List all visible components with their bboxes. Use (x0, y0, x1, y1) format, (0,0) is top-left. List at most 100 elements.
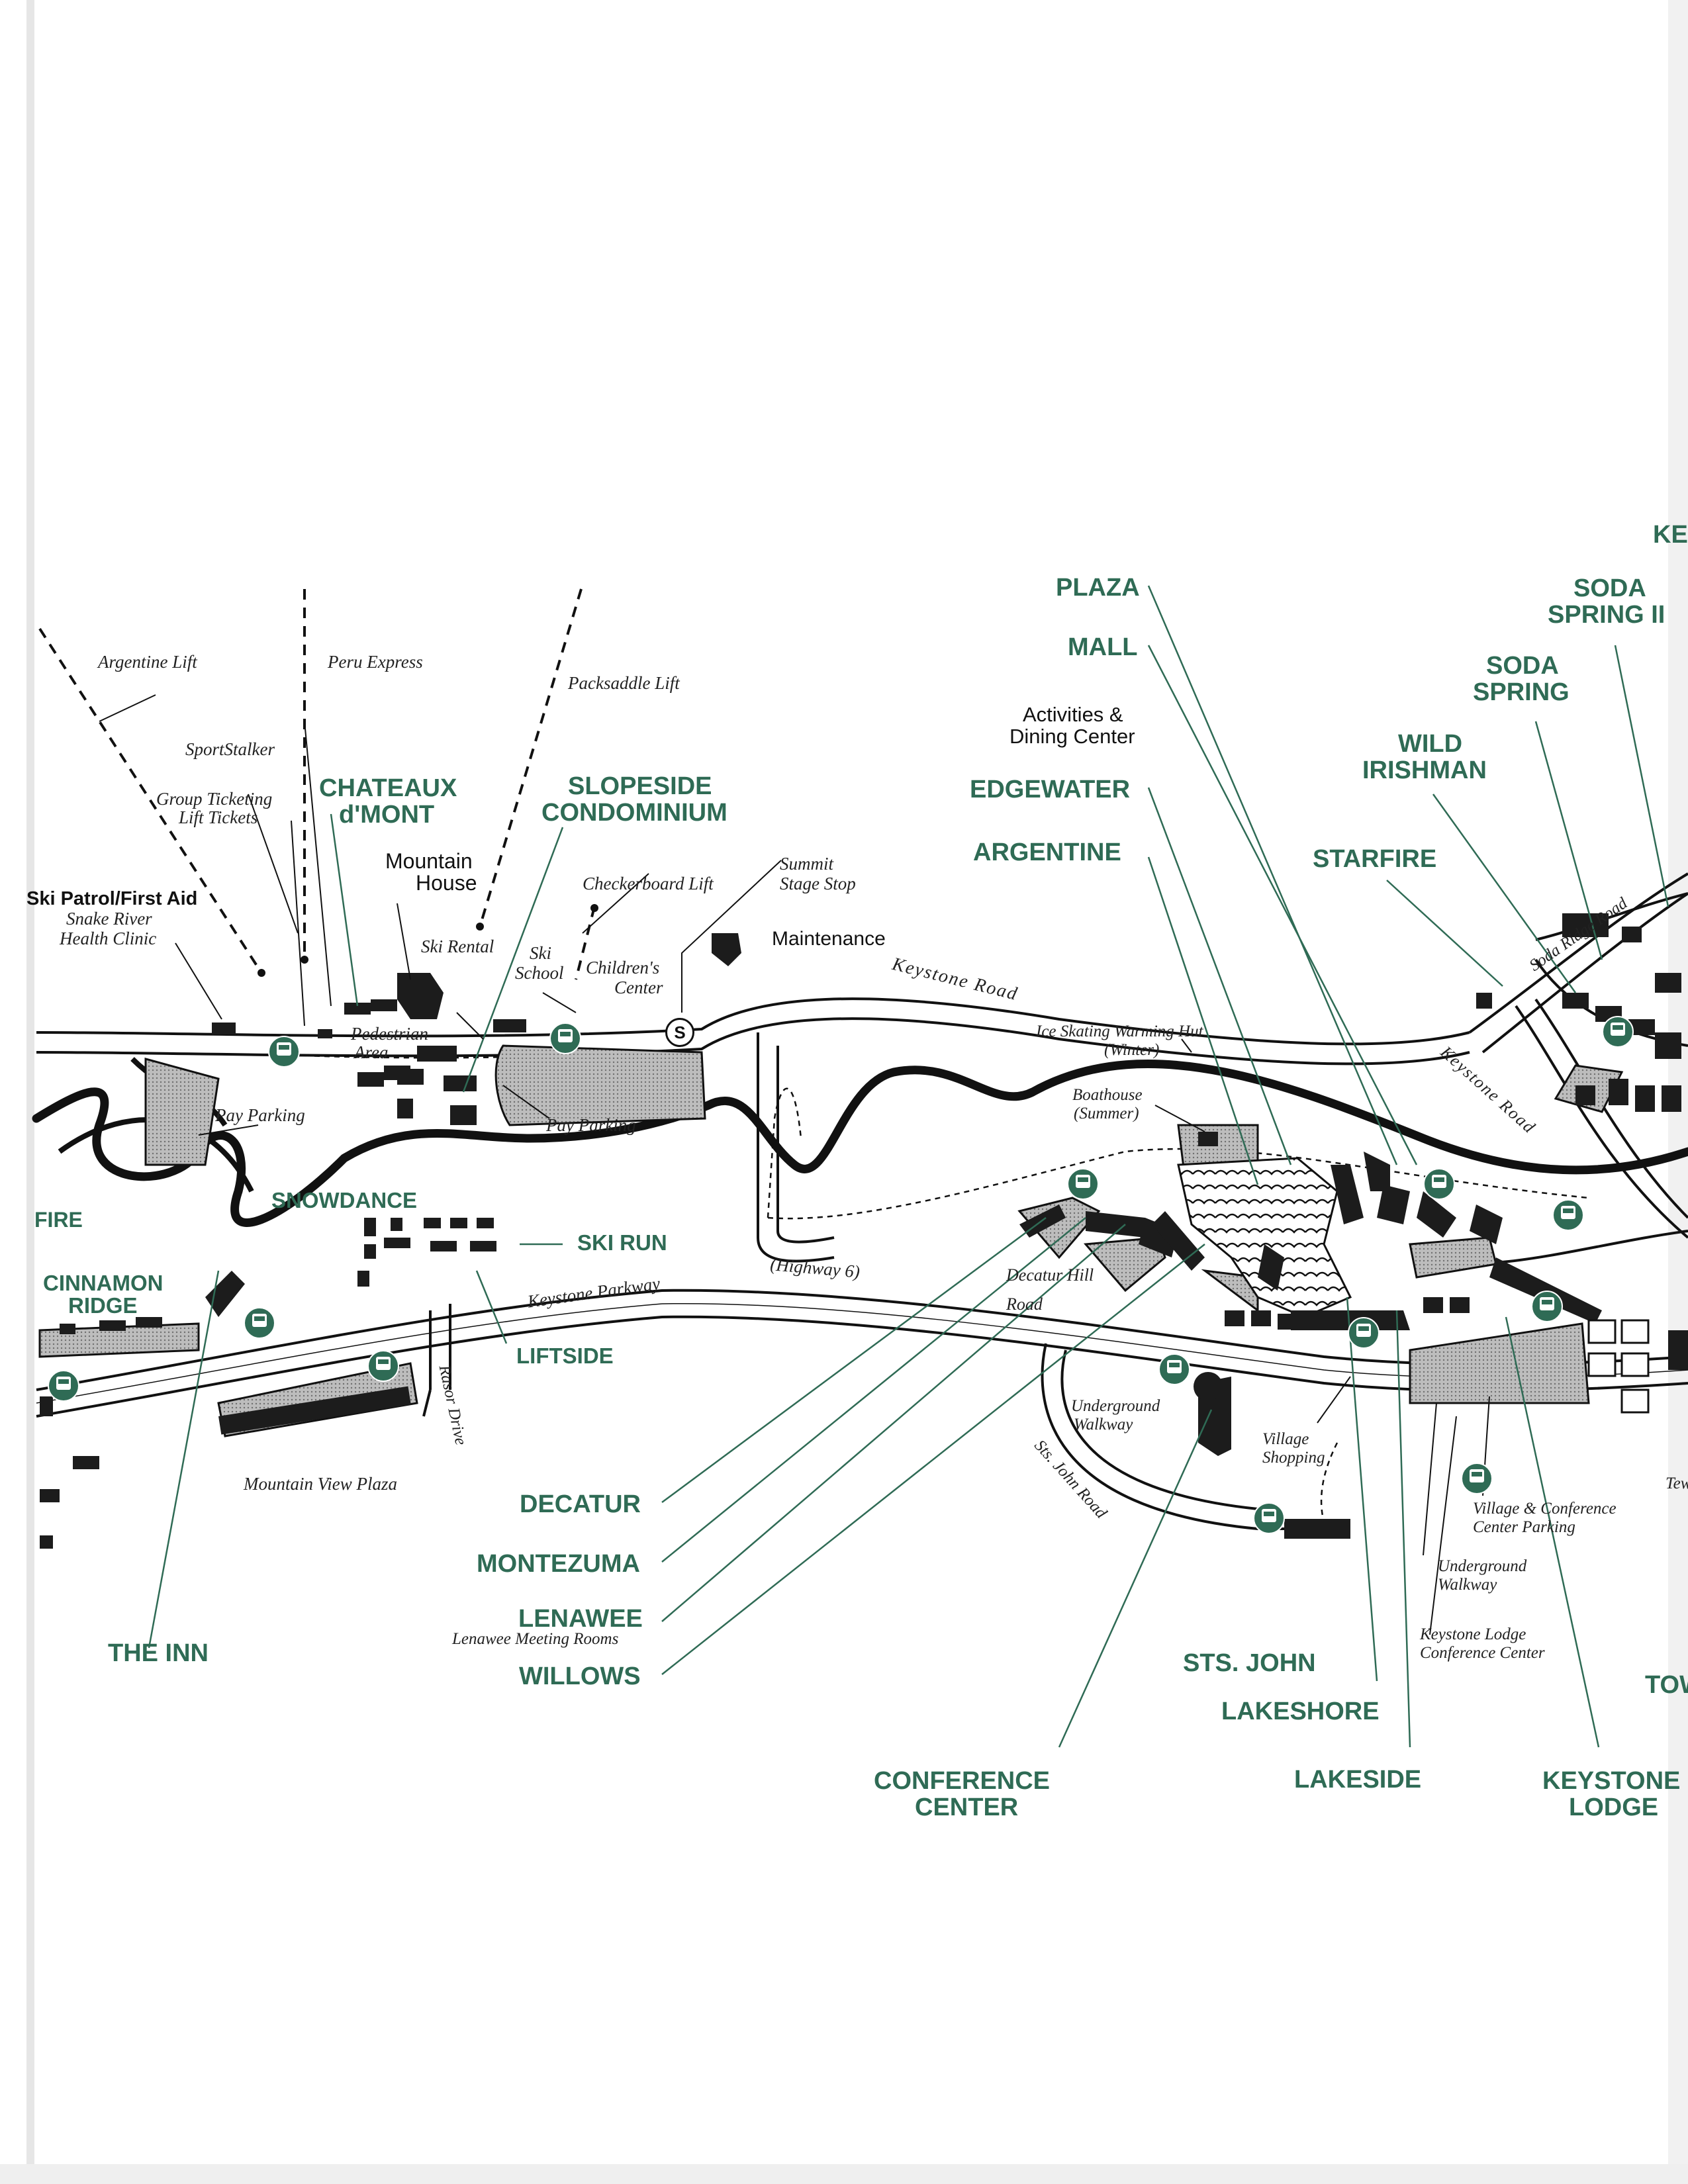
pedestrian-area-label-2: Area (354, 1042, 389, 1062)
village-conf-parking-label-2: Center Parking (1473, 1518, 1575, 1536)
group-ticketing-label: Group Ticketing (156, 789, 273, 809)
summit-stop-icon: S (665, 1018, 694, 1047)
conference-center-label-2: CENTER (915, 1794, 1019, 1821)
ski-rental-label: Ski Rental (421, 936, 494, 956)
checkerboard-lift-line (575, 906, 596, 980)
the-inn-label: THE INN (108, 1639, 209, 1667)
summit-stop-symbol: S (674, 1023, 686, 1042)
soda-spring-ii-label-2: SPRING II (1548, 601, 1665, 629)
keystone-lake (1177, 1157, 1352, 1318)
ski-school-label-1: Ski (530, 943, 551, 963)
pay-parking-label-2: Pay Parking (546, 1115, 636, 1135)
lift-tickets-label: Lift Tickets (179, 807, 258, 827)
ski-school-label-2: School (515, 963, 564, 983)
mall-label: MALL (1068, 633, 1138, 661)
sportstalker-label: SportStalker (185, 739, 275, 759)
pedestrian-area-label-1: Pedestrian (351, 1024, 428, 1044)
soda-spring-label-2: SPRING (1473, 678, 1570, 706)
mountain-house-label-2: House (416, 871, 477, 895)
bus-stop-icon[interactable] (1461, 1463, 1493, 1494)
underground-walkway-b-label-1: Underground (1438, 1557, 1527, 1575)
mountain-view-plaza-label: Mountain View Plaza (244, 1474, 397, 1494)
mountain-house-label-1: Mountain (385, 849, 473, 873)
pay-parking-label-1: Pay Parking (215, 1105, 305, 1125)
ski-run-label: SKI RUN (577, 1230, 667, 1255)
wild-irishman-label-1: WILD (1398, 730, 1463, 758)
keystone-lodge-cc-label-1: Keystone Lodge (1420, 1625, 1526, 1643)
facility-leaders (99, 694, 1490, 1635)
bus-stop-icon[interactable] (1253, 1502, 1285, 1534)
bus-stop-icon[interactable] (48, 1370, 79, 1402)
snake-river-label-2: Health Clinic (60, 929, 157, 948)
ice-skating-label-2: (Winter) (1104, 1041, 1160, 1059)
bus-stop-icon[interactable] (1552, 1199, 1584, 1231)
packsaddle-lift-label: Packsaddle Lift (568, 673, 680, 693)
checkerboard-lift-label: Checkerboard Lift (583, 874, 714, 893)
decatur-label: DECATUR (520, 1490, 641, 1518)
ice-skating-label-1: Ice Skating Warming Hut (1036, 1023, 1203, 1040)
walking-paths (304, 1051, 1589, 1523)
peru-express-label: Peru Express (328, 652, 423, 672)
bus-stop-icon[interactable] (1067, 1168, 1099, 1200)
packsaddle-lift-line (479, 588, 583, 927)
willows-label: WILLOWS (519, 1662, 641, 1690)
boathouse-label-1: Boathouse (1072, 1086, 1143, 1104)
liftside-label: LIFTSIDE (516, 1343, 614, 1368)
village-shopping-label-2: Shopping (1262, 1449, 1325, 1467)
keystone-lodge-label-1: KEYSTONE (1542, 1767, 1681, 1795)
snowdance-label: SNOWDANCE (271, 1188, 417, 1212)
underground-walkway-label-1: Underground (1071, 1397, 1160, 1415)
activities-center-label-1: Activities & (1023, 703, 1123, 726)
tew-partial-label: Tew (1665, 1475, 1688, 1492)
lakeside-label: LAKESIDE (1294, 1766, 1422, 1794)
chateaux-label-1: CHATEAUX (319, 774, 457, 802)
sts-john-label: STS. JOHN (1183, 1649, 1316, 1677)
bus-stop-icon[interactable] (244, 1307, 275, 1339)
leader-lines (148, 585, 1669, 1748)
activities-center-label-2: Dining Center (1009, 725, 1135, 748)
keystone-lodge-label-2: LODGE (1569, 1794, 1659, 1821)
summit-stage-label-1: Summit (780, 854, 833, 874)
ke-partial-label: KE (1653, 521, 1688, 549)
montezuma-label: MONTEZUMA (477, 1550, 640, 1578)
lift-terminals (258, 904, 598, 977)
paper-edge-left (26, 0, 34, 2184)
paper-edge-bottom (0, 2164, 1688, 2184)
bus-stop-icon[interactable] (367, 1350, 399, 1382)
underground-walkway-label-2: Walkway (1074, 1416, 1133, 1433)
lenawee-meeting-rooms-label: Lenawee Meeting Rooms (452, 1630, 619, 1648)
townhome-blocks (1587, 1319, 1650, 1414)
bus-stop-icon[interactable] (1348, 1317, 1380, 1349)
ski-patrol-label: Ski Patrol/First Aid (26, 888, 198, 909)
bus-stop-icon[interactable] (268, 1036, 300, 1068)
soda-spring-ii-label-1: SODA (1573, 574, 1646, 602)
summit-stage-label-2: Stage Stop (780, 874, 856, 893)
argentine-lift-label: Argentine Lift (98, 652, 197, 672)
childrens-center-label-1: Children's (586, 958, 660, 978)
fire-partial-label: FIRE (34, 1208, 83, 1232)
edgewater-label: EDGEWATER (970, 776, 1131, 803)
slopeside-label-1: SLOPESIDE (568, 772, 712, 800)
lakeshore-label: LAKESHORE (1221, 1698, 1380, 1725)
slopeside-label-2: CONDOMINIUM (541, 799, 727, 827)
bus-stop-icon[interactable] (1531, 1291, 1563, 1322)
bus-stop-icon[interactable] (549, 1023, 581, 1054)
soda-spring-label-1: SODA (1486, 652, 1559, 680)
bus-stop-icon[interactable] (1423, 1168, 1455, 1200)
buildings (40, 913, 1688, 1549)
snake-river-label-1: Snake River (66, 909, 152, 929)
starfire-label: STARFIRE (1313, 845, 1437, 873)
cinnamon-ridge-label-1: CINNAMON (43, 1271, 164, 1295)
argentine-lift-line (38, 627, 263, 974)
wild-irishman-label-2: IRISHMAN (1362, 756, 1487, 784)
tow-partial-label: TOW (1645, 1671, 1688, 1699)
ski-lifts (38, 588, 596, 980)
chateaux-label-2: d'MONT (339, 801, 435, 829)
boathouse-label-2: (Summer) (1074, 1105, 1139, 1122)
bus-stop-icon[interactable] (1158, 1353, 1190, 1385)
bus-stop-icon[interactable] (1602, 1016, 1634, 1048)
underground-walkway-b-label-2: Walkway (1438, 1576, 1497, 1594)
maintenance-label: Maintenance (772, 928, 886, 950)
childrens-center-label-2: Center (614, 978, 663, 997)
